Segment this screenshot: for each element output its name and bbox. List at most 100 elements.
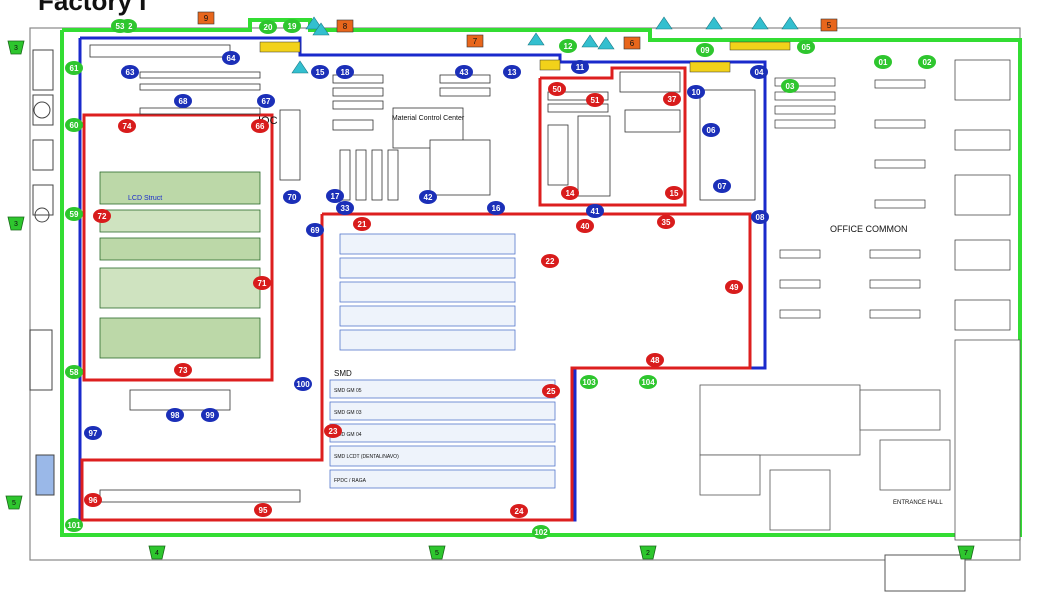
green-zone-marker: 12 (559, 39, 577, 53)
blue-zone-marker: 100 (294, 377, 312, 391)
blue-zone-marker: 97 (84, 426, 102, 440)
svg-text:43: 43 (460, 68, 469, 77)
svg-text:5: 5 (12, 500, 16, 507)
hazard-stripes (259, 41, 791, 73)
svg-text:09: 09 (701, 46, 710, 55)
lcd-line-label: LCD Struct (128, 195, 162, 202)
svg-text:5: 5 (827, 21, 832, 30)
red-zone-marker: 22 (541, 254, 559, 268)
blue-zone-marker: 68 (174, 94, 192, 108)
smd-line-label: SMD LCDT (DENTAL/NAVO) (334, 454, 399, 460)
svg-text:15: 15 (670, 189, 679, 198)
red-zone-marker: 50 (548, 82, 566, 96)
orange-area-tag: 8 (336, 19, 354, 33)
blue-zone-marker: 43 (455, 65, 473, 79)
svg-text:11: 11 (576, 63, 585, 72)
svg-text:68: 68 (179, 97, 188, 106)
cyan-triangle-marker (305, 16, 323, 30)
svg-text:15: 15 (316, 68, 325, 77)
storage-racks (129, 389, 231, 411)
meeting-rooms (699, 339, 1021, 541)
orange-area-tag: 7 (466, 34, 484, 48)
red-zone-smd (80, 212, 752, 522)
red-zone-marker: 35 (657, 215, 675, 229)
svg-text:60: 60 (70, 121, 79, 130)
orange-area-tag: 6 (623, 36, 641, 50)
svg-text:4: 4 (155, 550, 159, 557)
green-zone-marker: 02 (918, 55, 936, 69)
green-zone-marker: 20 (259, 20, 277, 34)
svg-text:7: 7 (964, 550, 968, 557)
blue-zone-marker: 63 (121, 65, 139, 79)
blue-zone-marker: 67 (257, 94, 275, 108)
svg-text:103: 103 (582, 378, 596, 387)
cyan-triangle-marker (581, 34, 599, 48)
red-zone-marker: 25 (542, 384, 560, 398)
cyan-triangle-marker (291, 60, 309, 74)
svg-text:51: 51 (591, 96, 600, 105)
green-zone-marker: 01 (874, 55, 892, 69)
svg-text:64: 64 (227, 54, 236, 63)
lcd-line-workstations (99, 171, 261, 359)
cyan-triangle-marker (597, 36, 615, 50)
red-zone-marker: 23 (324, 424, 342, 438)
svg-text:5: 5 (435, 550, 439, 557)
svg-text:3: 3 (14, 221, 18, 228)
blue-zone-marker: 10 (687, 85, 705, 99)
red-zone-marker: 24 (510, 504, 528, 518)
svg-text:100: 100 (296, 380, 310, 389)
svg-text:71: 71 (258, 279, 267, 288)
svg-text:37: 37 (668, 95, 677, 104)
svg-text:48: 48 (651, 356, 660, 365)
smd-line-label: SMD GM 05 (334, 388, 362, 394)
blue-zone-marker: 64 (222, 51, 240, 65)
svg-text:74: 74 (123, 122, 132, 131)
cyan-triangle-marker (781, 16, 799, 30)
svg-text:42: 42 (424, 193, 433, 202)
green-zone-marker: 60 (65, 118, 83, 132)
svg-text:06: 06 (707, 126, 716, 135)
svg-text:02: 02 (923, 58, 932, 67)
svg-text:19: 19 (288, 22, 297, 31)
red-zone-marker: 49 (725, 280, 743, 294)
cyan-triangle-marker (705, 16, 723, 30)
red-zone-marker: 66 (251, 119, 269, 133)
svg-text:25: 25 (547, 387, 556, 396)
door-marker: 5 (5, 495, 23, 510)
svg-text:10: 10 (692, 88, 701, 97)
svg-text:21: 21 (358, 220, 367, 229)
door-marker: 7 (957, 545, 975, 560)
red-zone-marker: 14 (561, 186, 579, 200)
blue-zone-marker: 13 (503, 65, 521, 79)
svg-text:95: 95 (259, 506, 268, 515)
smd-upper-lines (339, 233, 516, 351)
green-zone-marker: 58 (65, 365, 83, 379)
svg-text:35: 35 (662, 218, 671, 227)
green-zone-marker: 102 (532, 525, 550, 539)
office-desks (774, 59, 1011, 331)
blue-zone-marker: 04 (750, 65, 768, 79)
svg-text:73: 73 (179, 366, 188, 375)
red-zone-marker: 73 (174, 363, 192, 377)
red-zone-marker: 71 (253, 276, 271, 290)
svg-text:16: 16 (492, 204, 501, 213)
red-zone-marker: 48 (646, 353, 664, 367)
svg-text:17: 17 (331, 192, 340, 201)
svg-text:104: 104 (641, 378, 655, 387)
svg-text:96: 96 (89, 496, 98, 505)
material-control-area (279, 74, 491, 201)
svg-text:08: 08 (756, 213, 765, 222)
svg-text:69: 69 (311, 226, 320, 235)
blue-zone-marker: 16 (487, 201, 505, 215)
smd-line-labels: SMD GM 05 SMD GM 03 SMD GM 04 SMD LCDT (… (334, 388, 399, 484)
green-zone-marker: 09 (696, 43, 714, 57)
green-zone-marker: 61 (65, 61, 83, 75)
door-marker: 5 (428, 545, 446, 560)
red-zone-marker: 72 (93, 209, 111, 223)
blue-zone-marker: 08 (751, 210, 769, 224)
entrance-label: ENTRANCE HALL (893, 500, 943, 506)
red-zone-assembly (538, 66, 687, 207)
svg-text:3: 3 (14, 45, 18, 52)
green-zone-marker: 103 (580, 375, 598, 389)
